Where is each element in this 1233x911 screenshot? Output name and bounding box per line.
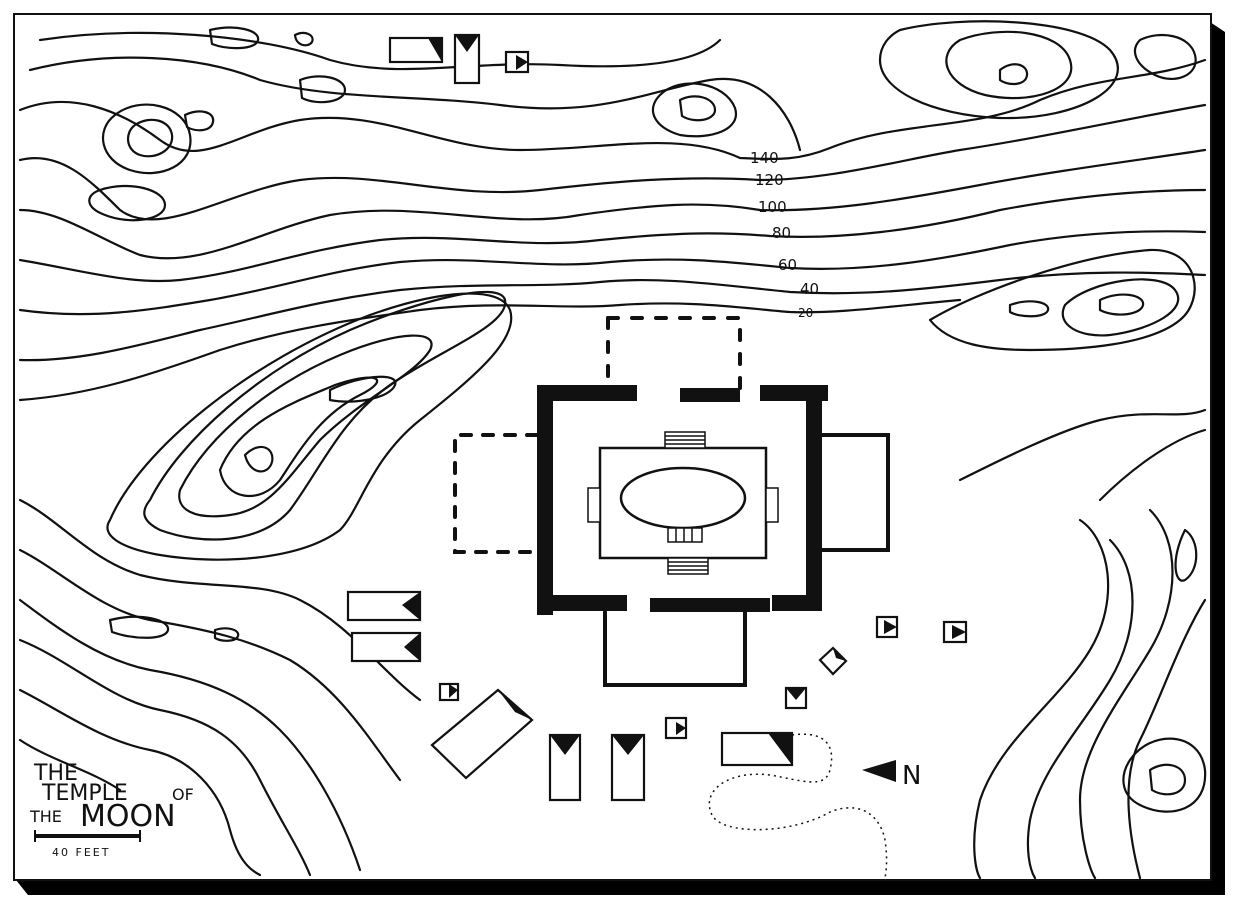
map-title: THE TEMPLE THE MOON OF (29, 761, 194, 834)
title-of: OF (172, 785, 194, 804)
central-pool (619, 466, 747, 530)
temple-stairs (587, 431, 779, 575)
contour-label-60: 60 (778, 256, 797, 274)
title-line-2: TEMPLE (41, 781, 128, 806)
building (346, 590, 422, 622)
dotted-path (708, 733, 888, 879)
contour-label-40: 40 (800, 280, 819, 298)
building (664, 716, 688, 740)
contour-label-140: 140 (750, 149, 779, 167)
north-arrow-icon (862, 760, 896, 782)
scale-bar: 40 FEET (34, 830, 141, 859)
building (818, 646, 848, 676)
building (548, 733, 582, 802)
building (388, 36, 444, 64)
building (350, 631, 422, 663)
contour-labels: 140 120 100 80 60 40 20 (750, 149, 819, 320)
north-label: N (902, 761, 921, 791)
buildings (346, 33, 968, 802)
title-line-1: THE (33, 761, 78, 786)
title-line-3: THE (29, 807, 62, 826)
building (720, 731, 794, 767)
temple-complex (453, 316, 890, 687)
building (453, 33, 481, 85)
contour-label-80: 80 (772, 224, 791, 242)
building (610, 733, 646, 802)
building (438, 682, 460, 702)
contour-label-120: 120 (755, 171, 784, 189)
building (784, 686, 808, 710)
contour-lines (18, 20, 1207, 880)
contour-label-100: 100 (758, 198, 787, 216)
scale-label: 40 FEET (52, 846, 110, 859)
building (942, 620, 968, 644)
building (504, 50, 530, 74)
north-arrow: N (862, 760, 921, 791)
building (875, 615, 899, 639)
contour-label-20: 20 (798, 306, 813, 320)
building (430, 688, 534, 780)
title-moon: MOON (80, 799, 176, 834)
